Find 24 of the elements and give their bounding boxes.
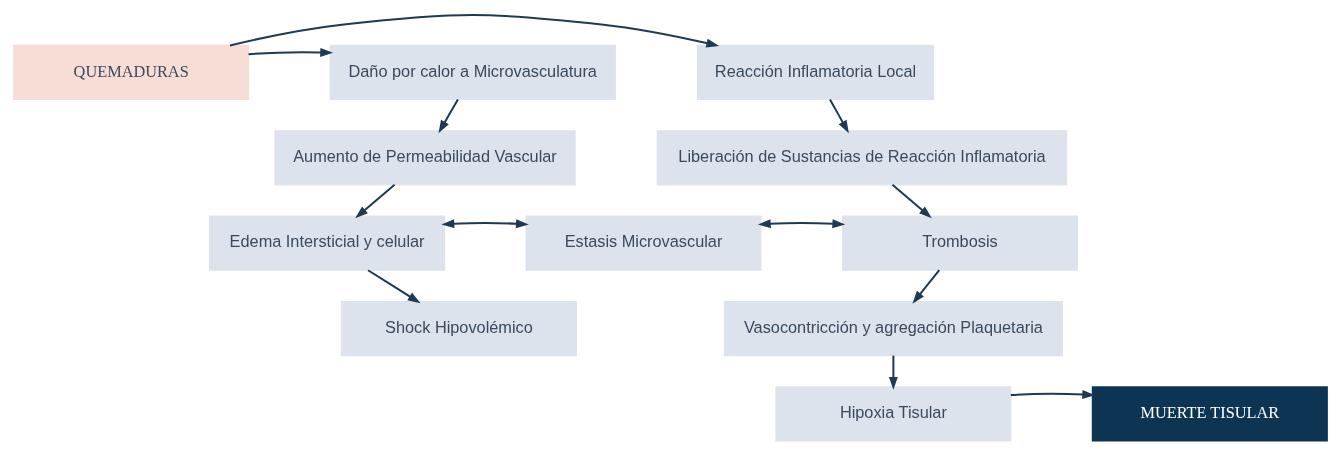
node-box: Estasis Microvascular	[525, 215, 762, 271]
node-box: Aumento de Permeabilidad Vascular	[274, 130, 576, 186]
node-box: Reacción Inflamatoria Local	[696, 44, 935, 101]
arrow	[891, 184, 932, 219]
node-box: Edema Intersticial y celular	[209, 215, 446, 271]
arrow	[1010, 390, 1096, 399]
node-box: Hipoxia Tisular	[775, 386, 1012, 442]
arrow	[367, 269, 421, 304]
arrow	[888, 355, 898, 390]
node-box: Liberación de Sustancias de Reacción Inflamatoria	[656, 130, 1068, 186]
arrow	[248, 47, 334, 57]
arrow	[438, 98, 459, 134]
node-box: Vasocontricción y agregación Plaquetaria	[723, 300, 1063, 357]
node-box: QUEMADURAS	[13, 44, 250, 101]
arrow	[829, 98, 849, 134]
arrow	[229, 14, 720, 48]
node-box: MUERTE TISULAR	[1091, 386, 1328, 442]
arrow	[355, 184, 396, 219]
node-box: Daño por calor a Microvasculatura	[329, 44, 616, 101]
arrow	[912, 269, 941, 304]
node-box: Trombosis	[841, 215, 1078, 271]
arrow	[757, 219, 846, 229]
node-box: Shock Hipovolémico	[340, 300, 577, 357]
arrow	[441, 219, 529, 229]
